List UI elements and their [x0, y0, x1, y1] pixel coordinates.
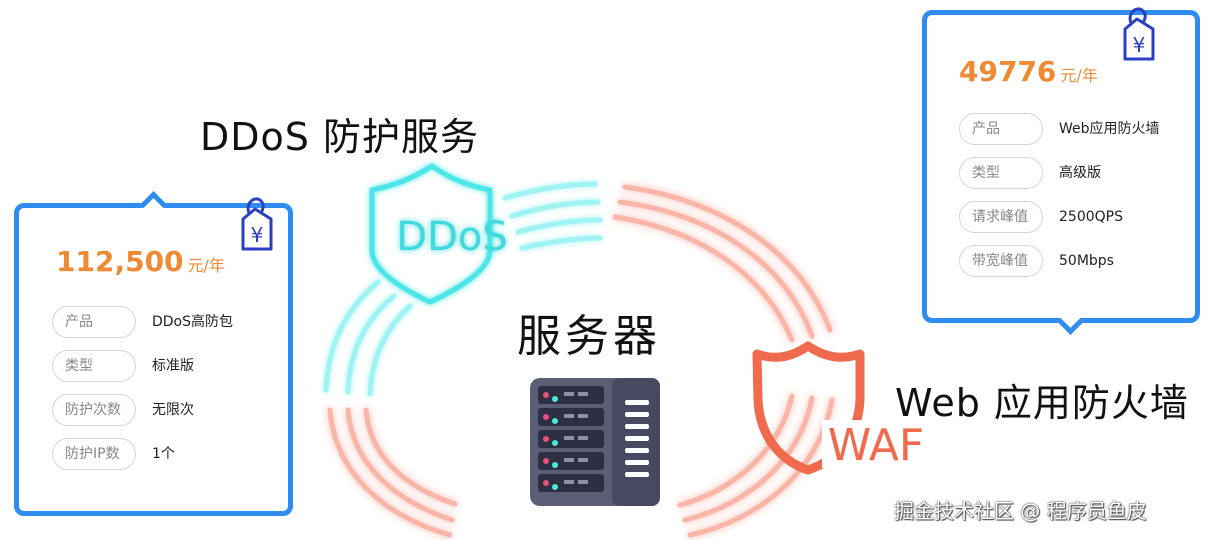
- yuan-symbol: ¥: [1133, 33, 1146, 57]
- spec-label: 请求峰值: [959, 201, 1043, 233]
- waf-shield-icon: [752, 341, 865, 475]
- spec-label: 产品: [52, 306, 136, 338]
- price-tag-icon: ¥: [1123, 7, 1155, 61]
- spec-label: 防护IP数: [52, 438, 136, 470]
- ddos-service-title: DDoS 防护服务: [200, 115, 479, 159]
- spec-value: 标准版: [152, 358, 194, 374]
- spec-value: 高级版: [1059, 165, 1101, 181]
- spec-value: 1个: [152, 446, 175, 462]
- price-tag-icon: ¥: [241, 197, 273, 251]
- spec-value: 无限次: [152, 402, 194, 418]
- waf-shield-label: WAF: [828, 420, 925, 471]
- server-rack-icon: [530, 378, 660, 506]
- watermark: 掘金技术社区 @ 程序员鱼皮: [894, 499, 1147, 523]
- spec-label: 防护次数: [52, 394, 136, 426]
- price-amount: 49776: [959, 55, 1057, 88]
- price-unit: 元/年: [1060, 66, 1098, 85]
- ddos-orbit-rings: [323, 181, 603, 397]
- yuan-symbol: ¥: [251, 223, 264, 247]
- ddos-shield-icon: [369, 163, 493, 305]
- spec-value: Web应用防火墙: [1059, 121, 1160, 137]
- spec-value: DDoS高防包: [152, 314, 234, 330]
- price-unit: 元/年: [187, 256, 225, 275]
- waf-service-title: Web 应用防火墙: [895, 381, 1189, 425]
- spec-value: 50Mbps: [1059, 253, 1114, 269]
- spec-label: 类型: [959, 157, 1043, 189]
- spec-value: 2500QPS: [1059, 209, 1123, 225]
- price-amount: 112,500: [56, 245, 184, 278]
- server-title: 服务器: [517, 311, 661, 362]
- spec-label: 类型: [52, 350, 136, 382]
- spec-label: 带宽峰值: [959, 245, 1043, 277]
- ddos-shield-label: DDoS: [396, 214, 507, 260]
- spec-label: 产品: [959, 113, 1043, 145]
